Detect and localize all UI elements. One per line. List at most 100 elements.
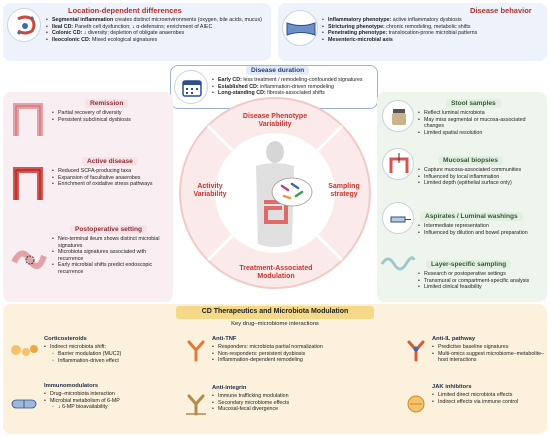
cortico-sublist: Barrier modulation (MUC2) Inflammation-d… — [52, 351, 164, 364]
stool-list: Reflect luminal microbiota May miss segm… — [418, 110, 544, 136]
cortico-title: Corticosteroids — [44, 336, 87, 342]
list-item: Limited depth (epithelial surface only) — [418, 180, 544, 187]
list-item: Microbiota signatures associated with re… — [52, 249, 170, 262]
label-treatment: Treatment-Associated Modulation — [239, 265, 313, 280]
aspirates-list: Intermediate representation Influenced b… — [418, 223, 544, 236]
list-item: Multi-omics suggest microbiome–metabolit… — [432, 351, 544, 364]
aspirates-title: Aspirates / Luminal washings — [420, 212, 523, 221]
list-item: Indirect effects via immune control — [432, 399, 544, 406]
list-item: Intermediate representation — [418, 223, 544, 230]
antibody-icon — [184, 338, 208, 362]
list-item: Neo-terminal ileum shows distinct microb… — [52, 236, 170, 249]
label-activity: Activity Variability — [193, 183, 227, 198]
list-item: Established CD: inflammation-driven remo… — [212, 84, 376, 91]
stool-title: Stool samples — [446, 99, 501, 108]
list-item: Early CD: less treatment / remodeling-co… — [212, 77, 376, 84]
list-item: Predictive baseline signatures — [432, 344, 544, 351]
syringe-icon — [382, 202, 414, 234]
list-item: Drug–microbiota interaction — [44, 391, 168, 398]
duration-list: Early CD: less treatment / remodeling-co… — [212, 77, 376, 97]
stool-jar-icon — [382, 100, 414, 132]
list-item: Capture mucosa-associated communities — [418, 167, 544, 174]
postop-title: Postoperative setting — [70, 225, 148, 234]
list-item: Enrichment of oxidative stress pathways — [52, 181, 170, 188]
location-title: Location-dependent differences — [68, 6, 182, 15]
list-item: Microbial metabolism of 6-MP — [44, 398, 168, 405]
list-item: Limited direct microbiota effects — [432, 392, 544, 399]
therapeutics-subtitle: Key drug–microbiome interactions — [231, 321, 319, 327]
integrin-icon — [184, 392, 208, 416]
postop-list: Neo-terminal ileum shows distinct microb… — [52, 236, 170, 276]
list-item: Colonic CD: ↓ diversity; depletion of ob… — [46, 30, 268, 37]
list-item: Inflammation-dependent remodeling — [212, 357, 362, 364]
list-item: ↓ 6-MP bioavailability — [52, 404, 168, 411]
list-item: Ileal CD: Paneth cell dysfunction; ↓ α-d… — [46, 24, 268, 31]
biopsy-list: Capture mucosa-associated communities In… — [418, 167, 544, 187]
immuno-list: Drug–microbiota interaction Microbial me… — [44, 391, 168, 404]
remission-list: Partial recovery of diversity Persistent… — [52, 110, 170, 123]
list-item: Responders: microbiota partial normaliza… — [212, 344, 362, 351]
antitnf-title: Anti-TNF — [212, 336, 237, 342]
list-item: Mucosal-fecal divergence — [212, 406, 362, 413]
bowel-layers-icon — [380, 250, 416, 272]
list-item: Long-standing CD: fibrosis-associated sh… — [212, 90, 376, 97]
list-item: Partial recovery of diversity — [52, 110, 170, 117]
antitnf-list: Responders: microbiota partial normaliza… — [212, 344, 362, 364]
therapeutics-title: CD Therapeutics and Microbiota Modulatio… — [201, 308, 349, 315]
list-item: Reduced SCFA-producing taxa — [52, 168, 170, 175]
list-item: Indirect microbiota shift: — [44, 344, 164, 351]
central-circle — [178, 94, 372, 292]
list-item: Immune trafficking modulation — [212, 393, 362, 400]
list-item: Inflammation-driven effect — [52, 358, 164, 365]
therapeutics-title-box — [176, 306, 374, 319]
duration-title: Disease duration — [246, 66, 310, 75]
list-item: Non-responders: persistent dysbiosis — [212, 351, 362, 358]
layer-title: Layer-specific sampling — [426, 260, 512, 269]
colon-icon — [8, 98, 48, 142]
list-item: Expansion of facultative anaerobes — [52, 175, 170, 182]
jak-title: JAK inhibitors — [432, 384, 472, 390]
immuno-sublist: ↓ 6-MP bioavailability — [52, 404, 168, 411]
list-item: Stricturing phenotype: chronic remodelin… — [322, 24, 544, 31]
list-item: Persistent subclinical dysbiosis — [52, 117, 170, 124]
cortico-list: Indirect microbiota shift: — [44, 344, 164, 351]
resected-bowel-icon — [8, 232, 48, 276]
location-list: Segmental inflammation creates distinct … — [46, 17, 268, 43]
antiil-title: Anti-IL pathway — [432, 336, 476, 342]
integrin-list: Immune trafficking modulation Secondary … — [212, 393, 362, 413]
antiil-list: Predictive baseline signatures Multi-omi… — [432, 344, 544, 364]
list-item: Segmental inflammation creates distinct … — [46, 17, 268, 24]
list-item: Research or postoperative settings — [418, 271, 544, 278]
label-sampling: Sampling strategy — [328, 183, 360, 198]
list-item: May miss segmental or mucosa-associated … — [418, 117, 544, 130]
list-item: Influenced by dilution and bowel prepara… — [418, 230, 544, 237]
list-item: Transmural or compartment-specific analy… — [418, 278, 544, 285]
biopsy-title: Mucosal biopsies — [438, 156, 503, 165]
jak-pill-icon — [404, 392, 428, 416]
active-title: Active disease — [82, 157, 138, 166]
remission-title: Remission — [85, 99, 129, 108]
list-item: Limited spatial resolution — [418, 130, 544, 137]
list-item: Ileocolonic CD: Mixed ecological signatu… — [46, 37, 268, 44]
list-item: Reflect luminal microbiota — [418, 110, 544, 117]
label-phenotype: Disease Phenotype Variability — [242, 113, 308, 128]
list-item: Mesenteric-microbial axis — [322, 37, 544, 44]
list-item: Secondary microbiome effects — [212, 400, 362, 407]
stricture-icon — [282, 10, 318, 46]
behavior-title: Disease behavior — [470, 6, 532, 15]
integrin-title: Anti-integrin — [212, 385, 247, 391]
list-item: Barrier modulation (MUC2) — [52, 351, 164, 358]
biopsy-icon — [382, 148, 414, 180]
jak-list: Limited direct microbiota effects Indire… — [432, 392, 544, 405]
immuno-title: Immunomodulators — [44, 383, 99, 389]
list-item: Early microbial shifts predict endoscopi… — [52, 262, 170, 275]
capsule-icon — [8, 394, 40, 414]
list-item: Penetrating phenotype: translocation-pro… — [322, 30, 544, 37]
list-item: Inflammatory phenotype: active inflammat… — [322, 17, 544, 24]
inflamed-colon-icon — [8, 162, 48, 206]
active-list: Reduced SCFA-producing taxa Expansion of… — [52, 168, 170, 188]
layer-list: Research or postoperative settings Trans… — [418, 271, 544, 291]
pill-icon — [8, 340, 40, 360]
list-item: Influenced by local inflammation — [418, 174, 544, 181]
behavior-list: Inflammatory phenotype: active inflammat… — [322, 17, 544, 43]
